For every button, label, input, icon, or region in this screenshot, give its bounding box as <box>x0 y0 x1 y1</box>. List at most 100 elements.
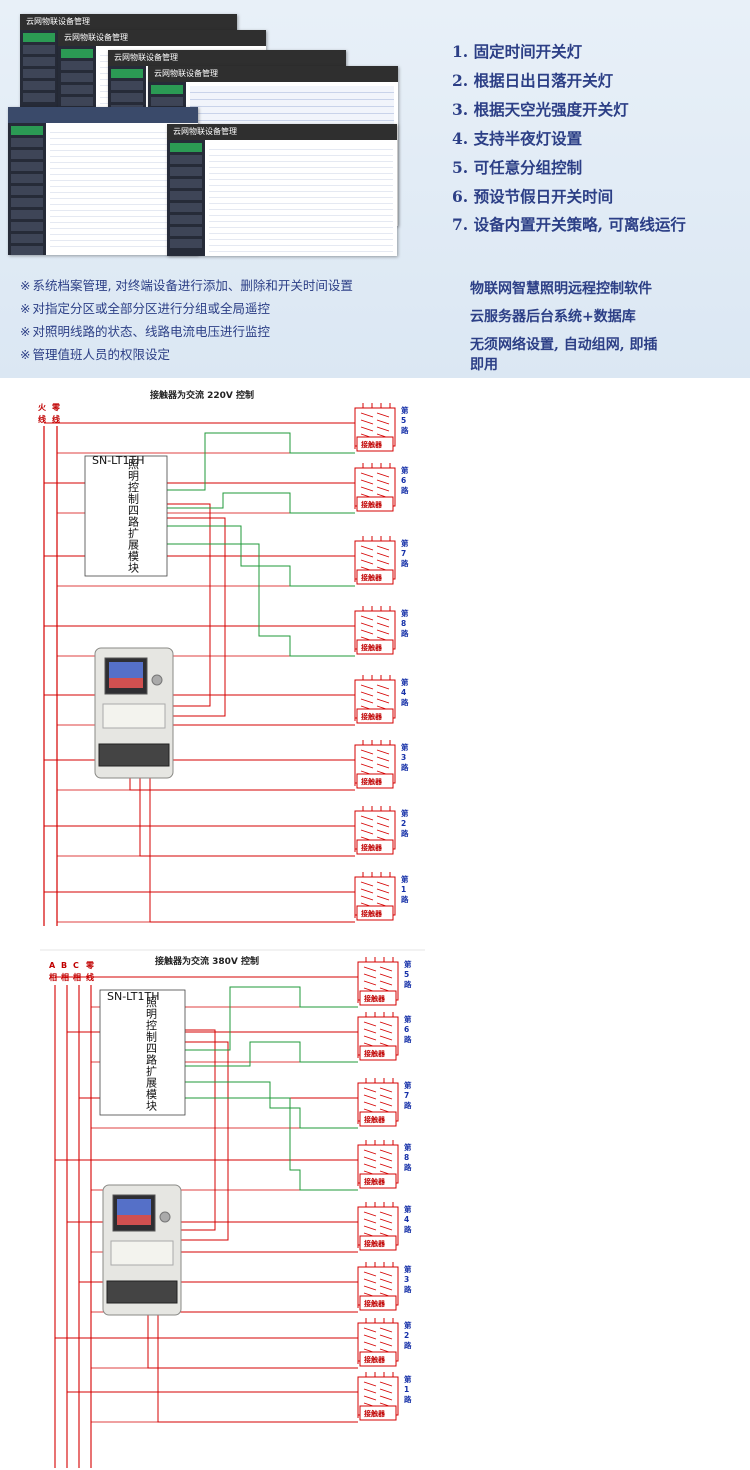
switch-contact <box>376 763 390 769</box>
circuit-label: 第 <box>401 874 409 884</box>
switch-contact <box>360 559 374 565</box>
circuit-label: 第 <box>404 1080 412 1090</box>
contactor-coil <box>359 1295 397 1311</box>
contactor-label: 接触器 <box>364 1115 386 1124</box>
module-box <box>84 455 168 577</box>
bullet-1: ※系统档案管理, 对终端设备进行添加、删除和开关时间设置 <box>20 278 353 293</box>
bullet-star-icon: ※ <box>20 347 31 362</box>
controller-meter <box>102 1184 182 1316</box>
circuit-label: 路 <box>401 697 409 707</box>
switch-contact <box>376 622 390 628</box>
switch-contact <box>363 1035 377 1041</box>
bullet-star-icon: ※ <box>20 278 31 293</box>
switch-contact <box>363 1163 377 1169</box>
circuit-label: 3 <box>401 753 406 762</box>
circuit-label: 7 <box>404 1091 409 1100</box>
contactor-label: 接触器 <box>361 843 383 852</box>
switch-contact <box>363 1285 377 1291</box>
wiring-diagram-380v: 接触器为交流 380V 控制 A 相 B 相 C 相 零 线 SN-LT1TH … <box>40 949 425 1468</box>
contactor-column: 接触器第5路接触器第6路接触器第7路接触器第8路接触器第4路接触器第3路接触器第… <box>357 957 412 1421</box>
meter-terminal-block <box>106 1280 178 1304</box>
bullet-star-icon: ※ <box>20 301 31 316</box>
circuit-label: 4 <box>401 688 406 697</box>
switch-contact <box>379 1278 393 1284</box>
switch-contact <box>379 1341 393 1347</box>
feature-1: 1. 固定时间开关灯 <box>452 42 583 61</box>
screenshot-app-title: 云网物联设备管理 <box>167 124 397 140</box>
switch-contact <box>363 1211 377 1217</box>
circuit-label: 4 <box>404 1215 409 1224</box>
switch-contact <box>363 1087 377 1093</box>
circuit-label: 路 <box>404 979 412 989</box>
circuit-label: 第 <box>404 1374 412 1384</box>
switch-contact <box>363 1334 377 1340</box>
meter-button <box>159 1211 171 1223</box>
switch-contact <box>379 1381 393 1387</box>
feature-2: 2. 根据日出日落开关灯 <box>452 71 614 90</box>
switch-contact <box>379 1101 393 1107</box>
bullet-2: ※对指定分区或全部分区进行分组或全局遥控 <box>20 301 270 316</box>
switch-contact <box>376 888 390 894</box>
diagram-title: 接触器为交流 380V 控制 <box>155 955 259 967</box>
neutral-line-label-2: 线 <box>52 414 60 424</box>
switch-contact <box>360 895 374 901</box>
contactor-coil <box>359 1351 397 1367</box>
software-screenshot-5 <box>8 107 198 255</box>
switch-contact <box>363 1395 377 1401</box>
line-labels: 火 线 零 线 <box>38 402 61 424</box>
diagram-title: 接触器为交流 220V 控制 <box>150 389 254 401</box>
switch-contact <box>363 1341 377 1347</box>
contactor-label: 接触器 <box>364 1355 386 1364</box>
meter-display-bar <box>117 1215 151 1225</box>
wiring-diagram-220v: 接触器为交流 220V 控制 火 线 零 线 SN-LT1TH 照明控制四路扩展… <box>38 389 409 926</box>
switch-contact <box>363 1218 377 1224</box>
circuit-label: 第 <box>404 1204 412 1214</box>
circuit-label: 3 <box>404 1275 409 1284</box>
circuit-label: 第 <box>404 1320 412 1330</box>
feature-7: 7. 设备内置开关策略, 可离线运行 <box>452 215 686 234</box>
circuit-label: 路 <box>401 762 409 772</box>
switch-contact <box>376 629 390 635</box>
switch-contact <box>379 980 393 986</box>
switch-contact <box>376 895 390 901</box>
switch-contact <box>376 822 390 828</box>
circuit-label: 2 <box>401 819 406 828</box>
contactor-label: 接触器 <box>364 994 386 1003</box>
circuit-label: 第 <box>404 1142 412 1152</box>
switch-contact <box>376 691 390 697</box>
switch-contact <box>363 966 377 972</box>
phase-a-label: A <box>49 961 56 970</box>
contactor-label: 接触器 <box>361 643 383 652</box>
switch-contact <box>379 973 393 979</box>
switch-contact <box>376 756 390 762</box>
switch-contact <box>363 1156 377 1162</box>
contactor-coil <box>359 1045 397 1061</box>
feature-3: 3. 根据天空光强度开关灯 <box>452 100 629 119</box>
switch-contact <box>360 629 374 635</box>
contactor-label: 接触器 <box>364 1299 386 1308</box>
contactor-label: 接触器 <box>361 777 383 786</box>
circuit-label: 路 <box>404 1284 412 1294</box>
switch-contact <box>360 881 374 887</box>
control-wire <box>147 1315 358 1369</box>
product-line-3: 无须网络设置, 自动组网, 即插 <box>470 337 658 353</box>
switch-contact <box>379 1156 393 1162</box>
bullet-star-icon: ※ <box>20 324 31 339</box>
switch-contact <box>360 479 374 485</box>
meter-device <box>102 1184 182 1316</box>
switch-contact <box>379 966 393 972</box>
switch-contact <box>379 1087 393 1093</box>
contactor-column: 接触器第5路接触器第6路接触器第7路接触器第8路接触器第4路接触器第3路接触器第… <box>354 403 409 921</box>
bullet-4: ※管理值班人员的权限设定 <box>20 347 170 362</box>
switch-contact <box>379 1218 393 1224</box>
switch-contact <box>376 749 390 755</box>
phase-c-label: C <box>73 961 79 970</box>
